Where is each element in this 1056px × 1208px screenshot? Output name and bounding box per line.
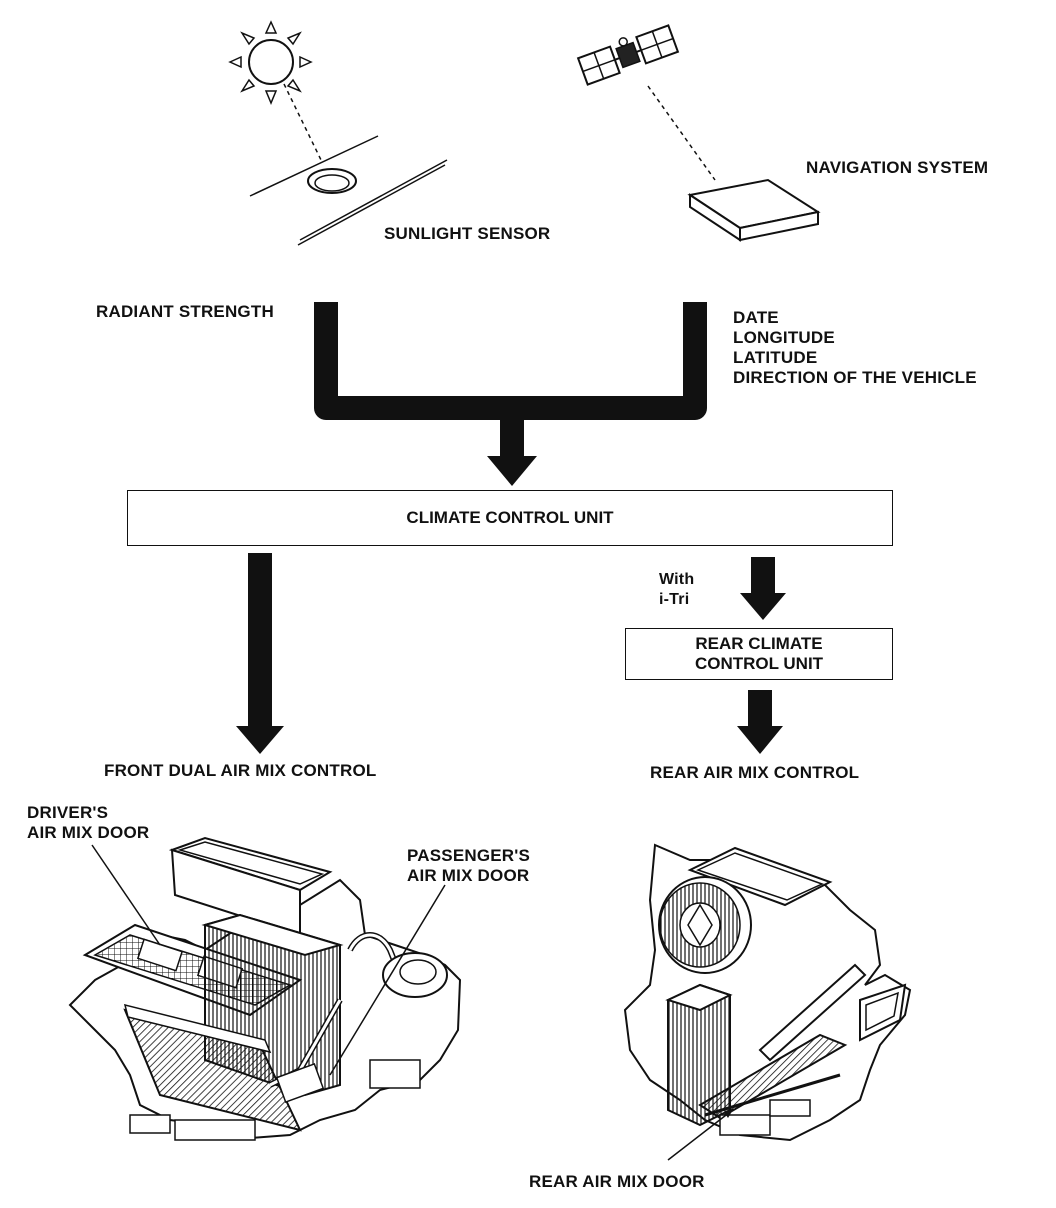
nav-output-date: DATE (733, 308, 779, 327)
passengers-door-label-line1: PASSENGER'S (407, 846, 531, 865)
front-dual-air-mix-control-label: FRONT DUAL AIR MIX CONTROL (104, 761, 377, 780)
drivers-door-label-line1: DRIVER'S (27, 803, 109, 822)
navigation-unit-icon (687, 178, 821, 242)
with-itri-label-line1: With (659, 571, 695, 588)
passengers-door-leader-line (329, 884, 446, 1076)
sun-icon (228, 20, 313, 105)
rear-climate-control-unit-box: REAR CLIMATE CONTROL UNIT (625, 628, 893, 680)
rear-ccu-label-line1: REAR CLIMATE (695, 634, 823, 653)
with-itri-label-line2: i-Tri (659, 591, 690, 608)
sunlight-sensor-icon (249, 135, 448, 246)
input-merge-arrow (314, 302, 707, 486)
satellite-signal-dashed-line (647, 85, 716, 181)
rear-hvac-unit-illustration (623, 843, 912, 1142)
radiant-strength-label: RADIANT STRENGTH (96, 302, 274, 321)
sun-ray-dashed-line (283, 83, 323, 163)
nav-output-longitude: LONGITUDE (733, 328, 835, 347)
climate-control-unit-box: CLIMATE CONTROL UNIT (127, 490, 893, 546)
rear-door-leader-line (667, 1111, 731, 1161)
drivers-door-label-line2: AIR MIX DOOR (27, 823, 150, 842)
passengers-door-label-line2: AIR MIX DOOR (407, 866, 530, 885)
rear-air-mix-door-label: REAR AIR MIX DOOR (529, 1172, 705, 1191)
drivers-door-leader-line (91, 844, 161, 946)
rear-input-arrow (740, 557, 786, 620)
sunlight-sensor-label: SUNLIGHT SENSOR (384, 224, 551, 243)
rear-output-arrow (737, 690, 783, 754)
nav-output-latitude: LATITUDE (733, 348, 818, 367)
rear-ccu-label-line2: CONTROL UNIT (694, 654, 824, 673)
satellite-icon (576, 24, 680, 86)
nav-output-direction: DIRECTION OF THE VEHICLE (733, 368, 977, 387)
rear-air-mix-control-label: REAR AIR MIX CONTROL (650, 763, 860, 782)
front-output-arrow (236, 553, 284, 754)
navigation-system-label: NAVIGATION SYSTEM (806, 158, 989, 177)
climate-control-unit-label: CLIMATE CONTROL UNIT (406, 508, 614, 527)
front-hvac-unit-illustration (68, 836, 462, 1141)
